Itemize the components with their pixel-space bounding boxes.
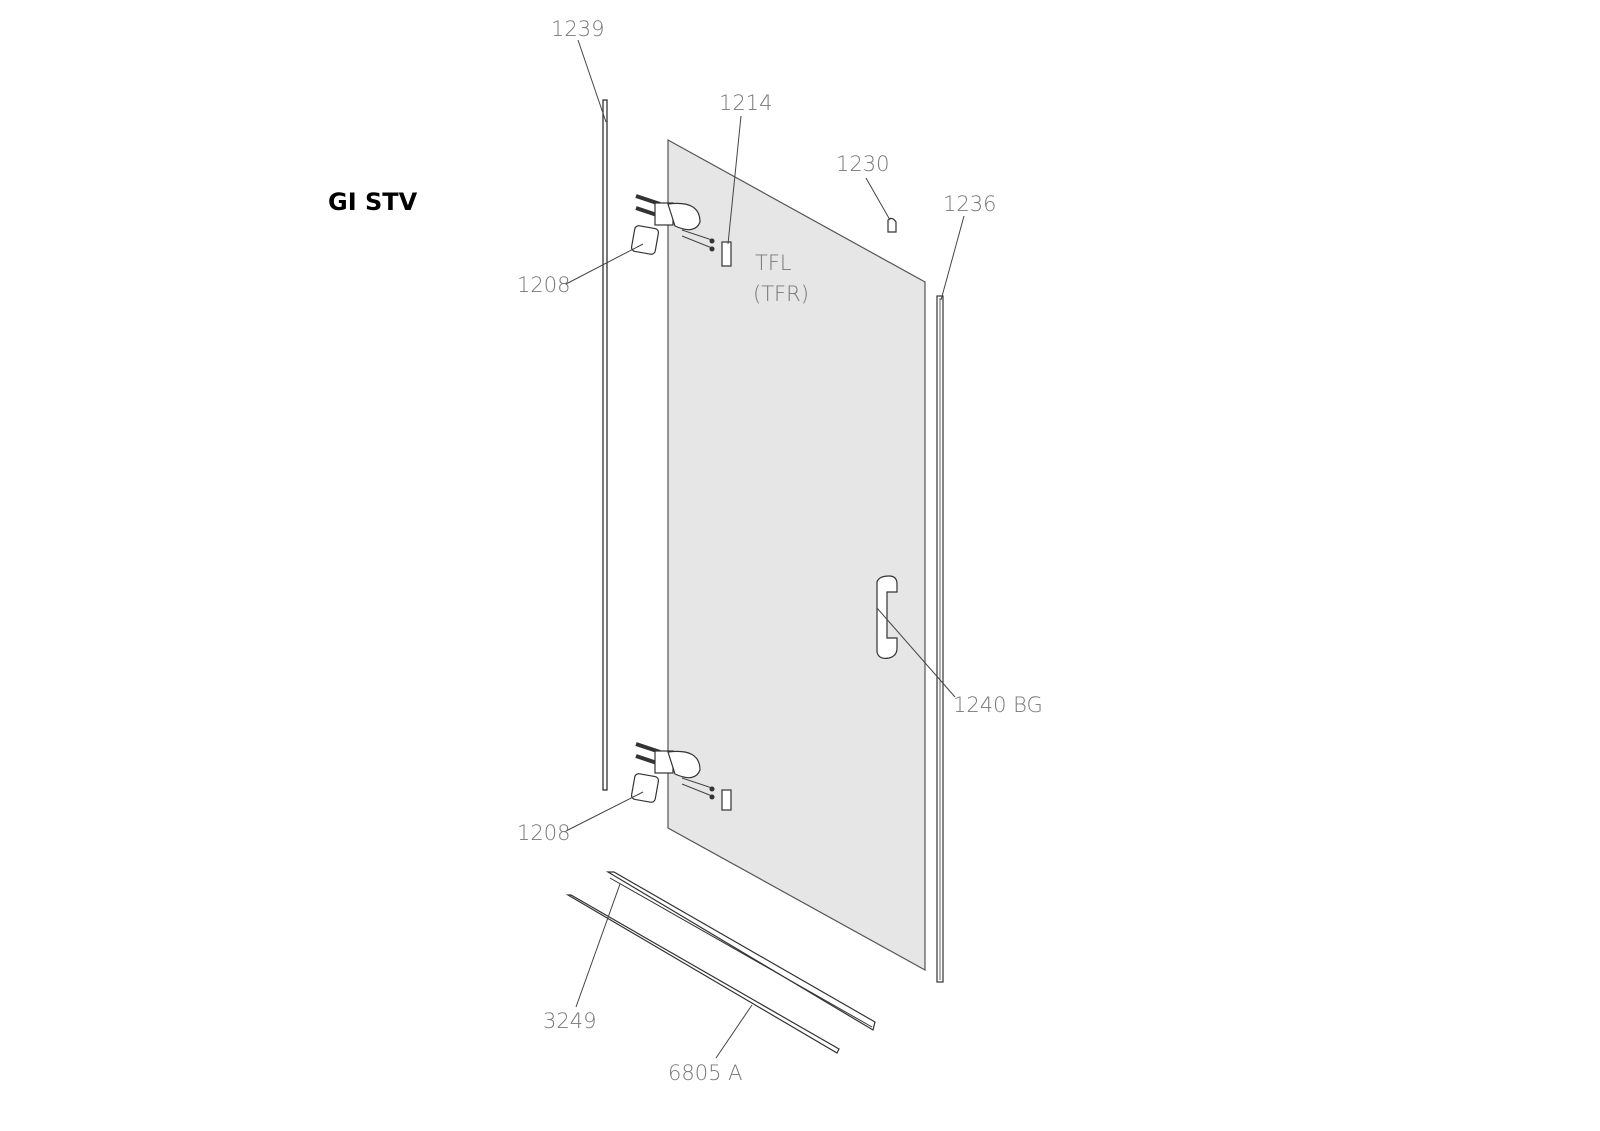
leader-lines <box>565 39 965 1059</box>
glass-seal-bottom <box>721 789 732 811</box>
label-1236: 1236 <box>943 192 996 216</box>
panel-label-tfr: (TFR) <box>753 282 809 306</box>
label-1239: 1239 <box>551 17 604 41</box>
door-handle <box>876 575 898 659</box>
left-wall-strip <box>602 99 608 791</box>
label-6805-a: 6805 A <box>668 1061 742 1085</box>
hinge-bottom <box>635 742 715 800</box>
clip-part <box>887 217 897 233</box>
label-1208-top: 1208 <box>517 273 570 297</box>
glass-panel <box>667 138 926 972</box>
bottom-seal <box>565 894 840 1054</box>
hinge-cover-top <box>630 225 660 255</box>
label-1214: 1214 <box>719 91 772 115</box>
hinge-cover-bottom <box>630 773 660 803</box>
panel-label-tfl: TFL <box>755 251 792 275</box>
hinge-top <box>635 194 715 252</box>
glass-seal-top <box>721 241 732 267</box>
bottom-profile <box>605 871 876 1031</box>
diagram-title: GI STV <box>328 188 418 216</box>
label-1230: 1230 <box>836 152 889 176</box>
label-1240-bg: 1240 BG <box>953 693 1043 717</box>
label-1208-bottom: 1208 <box>517 821 570 845</box>
label-3249: 3249 <box>543 1009 596 1033</box>
right-seal-strip <box>936 295 944 983</box>
